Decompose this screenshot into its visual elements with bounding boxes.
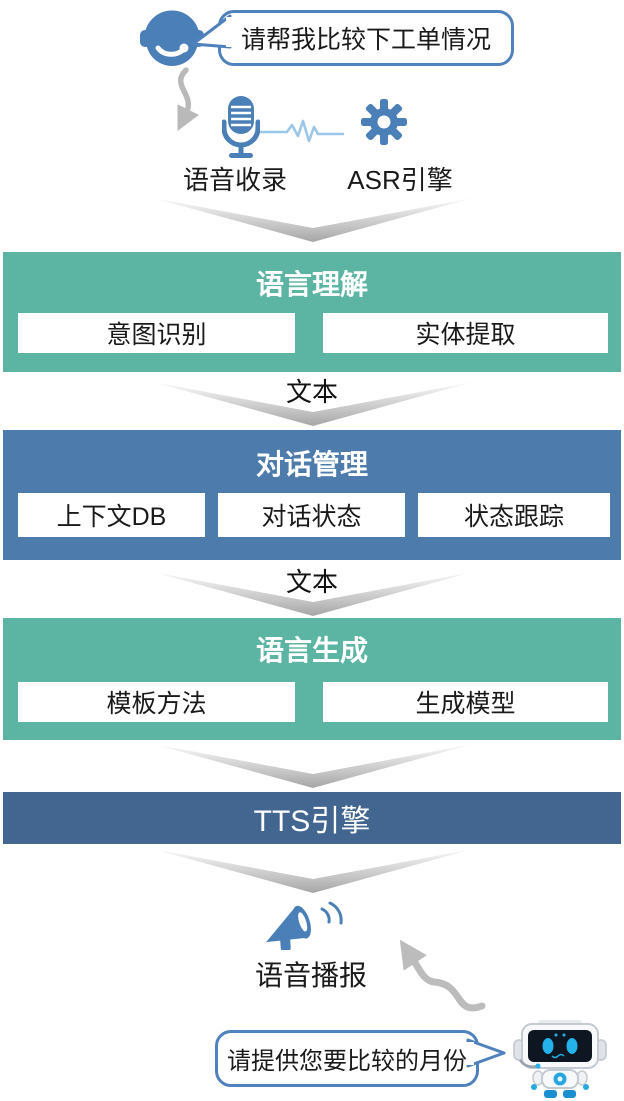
robot-icon — [513, 1020, 607, 1098]
tts-title: TTS引擎 — [253, 805, 371, 838]
dm-dialog-state-box: 对话状态 — [218, 493, 405, 537]
voice-broadcast-label: 语音播报 — [254, 960, 367, 991]
user-speech-text: 请帮我比较下工单情况 — [240, 26, 491, 54]
text-connector-label-1: 文本 — [285, 377, 338, 407]
dm-state-tracking-box: 状态跟踪 — [418, 493, 610, 537]
stage-tts-engine: TTS引擎 — [3, 792, 621, 844]
nlg-generative-box: 生成模型 — [323, 682, 608, 722]
stage-title: 语言理解 — [255, 269, 368, 300]
chevron-arrow-3 — [153, 572, 473, 616]
stage-language-understanding: 语言理解 意图识别 实体提取 — [3, 252, 621, 372]
dm-context-db-box: 上下文DB — [18, 493, 205, 537]
gear-icon — [361, 99, 407, 145]
user-speech-bubble: 请帮我比较下工单情况 — [218, 10, 514, 66]
stage-language-generation: 语言生成 模板方法 生成模型 — [3, 618, 621, 740]
bot-bubble-tail — [466, 1038, 506, 1068]
nlu-entity-box: 实体提取 — [323, 313, 608, 353]
bot-speech-text: 请提供您要比较的月份 — [227, 1048, 467, 1075]
nlu-intent-box: 意图识别 — [18, 313, 295, 353]
stage-dialog-management: 对话管理 上下文DB 对话状态 状态跟踪 — [3, 430, 621, 560]
voice-capture-label: 语音收录 — [182, 165, 287, 195]
chevron-arrow-5 — [153, 849, 473, 893]
stage-title: 对话管理 — [255, 449, 368, 480]
chevron-arrow-1 — [153, 198, 473, 242]
nlg-template-box: 模板方法 — [18, 682, 295, 722]
chevron-arrow-4 — [153, 744, 473, 788]
bot-speech-bubble: 请提供您要比较的月份 — [215, 1030, 479, 1087]
megaphone-icon — [266, 901, 343, 950]
curved-arrow-up-icon — [399, 940, 486, 1012]
stage-title: 语言生成 — [255, 635, 368, 666]
waveform-icon — [260, 119, 344, 143]
asr-engine-label: ASR引擎 — [347, 165, 453, 195]
curved-arrow-down-icon — [177, 67, 199, 132]
text-connector-label-2: 文本 — [285, 567, 338, 597]
chevron-arrow-2 — [153, 382, 473, 426]
user-bubble-tail — [191, 14, 232, 49]
microphone-icon — [222, 96, 260, 158]
